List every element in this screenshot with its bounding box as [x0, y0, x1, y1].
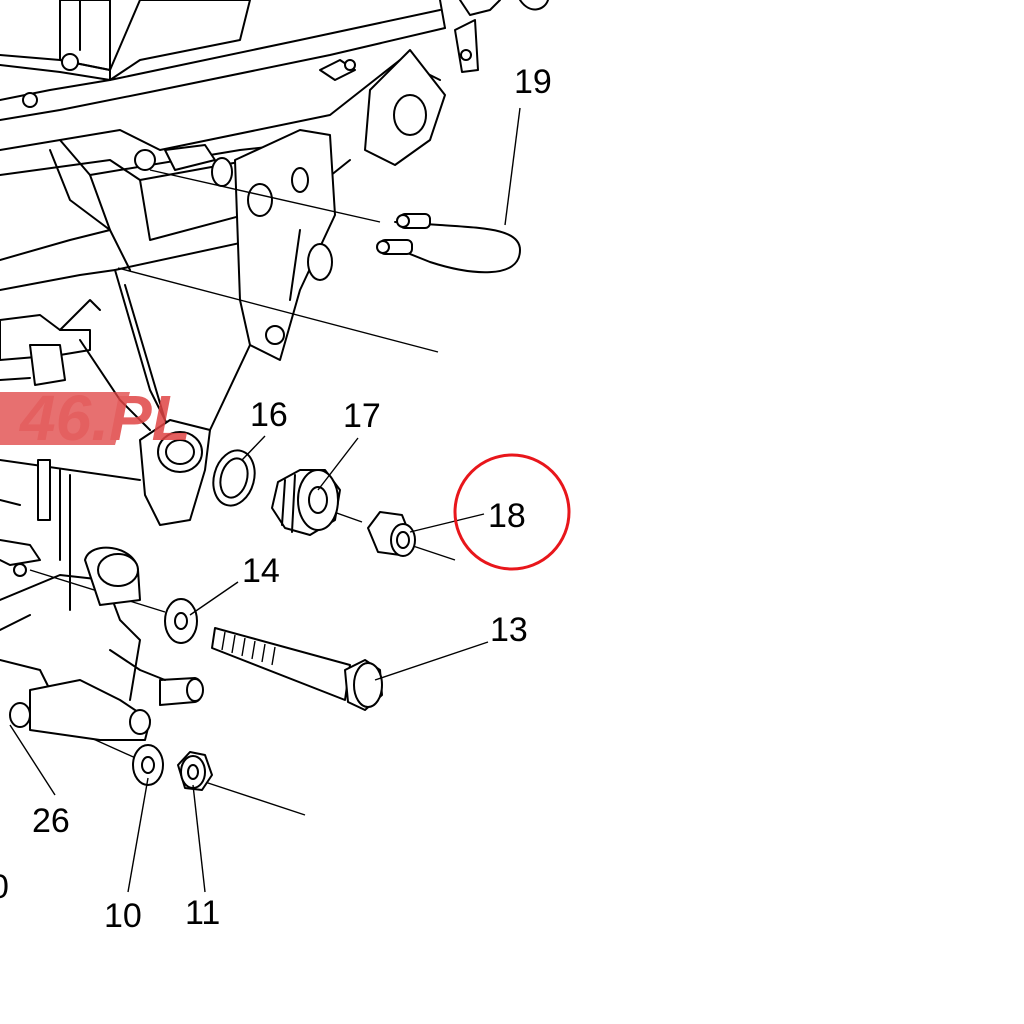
part-13-bolt — [211, 627, 383, 711]
part-10-washer — [132, 744, 164, 786]
label-11: 11 — [185, 894, 220, 932]
part-19-cable — [376, 213, 521, 274]
label-14: 14 — [242, 552, 280, 590]
part-11-nut — [177, 751, 213, 791]
watermark-text: 46.PL — [18, 382, 191, 454]
label-26: 26 — [32, 802, 70, 840]
label-17: 17 — [343, 397, 381, 435]
label-10: 10 — [104, 897, 142, 935]
highlight-circle — [453, 453, 571, 571]
frame-lower — [0, 419, 211, 741]
part-16-circlip — [212, 449, 256, 507]
part-18-spacer — [367, 511, 416, 557]
part-14-washer — [164, 598, 198, 644]
part-17-bushing — [271, 469, 341, 536]
label-19: 19 — [514, 63, 552, 101]
part-labels: 19 16 17 18 14 13 26 0 10 11 — [0, 63, 552, 935]
label-partial: 0 — [0, 868, 9, 906]
watermark: 46.PL — [0, 382, 191, 454]
label-18: 18 — [488, 497, 526, 535]
callout-leaders — [9, 107, 521, 893]
label-16: 16 — [250, 396, 288, 434]
label-13: 13 — [490, 611, 528, 649]
